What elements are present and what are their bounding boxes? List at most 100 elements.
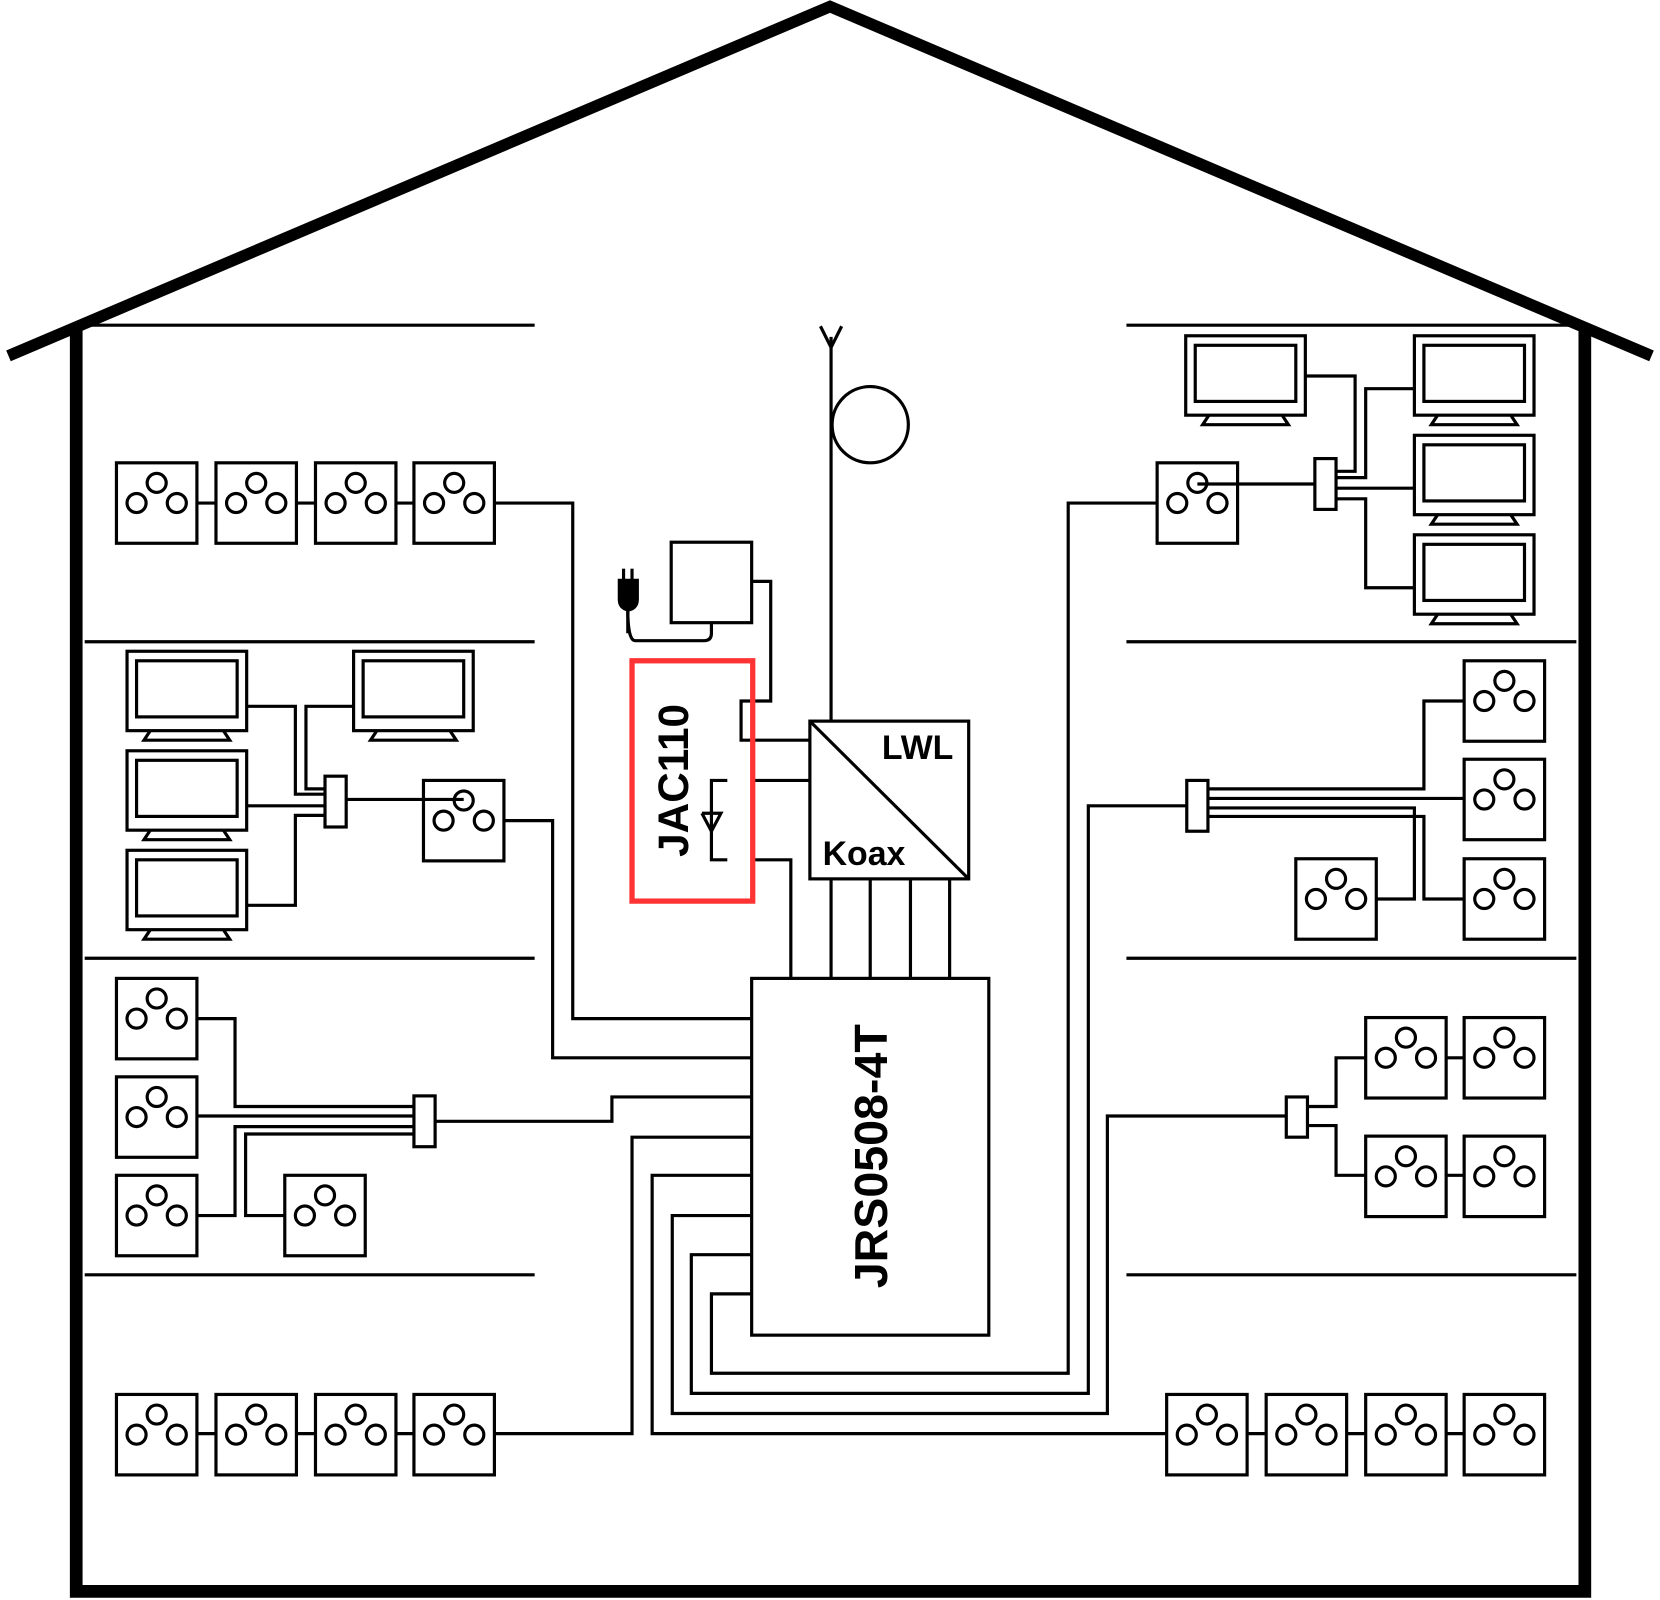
socket-port-icon — [364, 491, 387, 515]
jac110-symbol — [700, 811, 724, 835]
socket-port-icon — [1394, 1145, 1418, 1168]
socket-port-icon — [334, 1204, 357, 1227]
network-socket[interactable] — [1165, 1392, 1249, 1477]
network-socket[interactable] — [1294, 857, 1378, 941]
network-switch[interactable] — [750, 976, 991, 1337]
cable — [246, 813, 326, 907]
socket-port-icon — [145, 1085, 168, 1109]
socket-port-icon — [224, 491, 248, 515]
socket-port-icon — [1493, 669, 1516, 693]
switch-label: JRS0508-4T — [845, 1024, 897, 1288]
socket-port-icon — [1394, 1403, 1418, 1426]
network-socket[interactable] — [114, 1392, 199, 1477]
socket-port-icon — [1414, 1423, 1438, 1446]
network-socket[interactable] — [1155, 461, 1240, 545]
cable — [1307, 1123, 1366, 1177]
network-socket[interactable] — [114, 1173, 199, 1258]
jac110-label: JAC110 — [650, 704, 697, 857]
splitter — [1185, 778, 1210, 833]
cable — [304, 704, 354, 791]
cable — [1207, 699, 1465, 791]
splitter — [323, 774, 348, 829]
network-socket[interactable] — [1462, 659, 1547, 743]
satellite-dish-icon — [830, 384, 910, 465]
socket-port-icon — [1513, 1165, 1536, 1188]
socket-port-icon — [1414, 1046, 1438, 1069]
jac110-symbol — [709, 778, 728, 862]
network-socket[interactable] — [283, 1173, 367, 1258]
socket-port-icon — [1324, 867, 1348, 890]
network-socket[interactable] — [412, 1392, 496, 1477]
socket-port-icon — [145, 471, 168, 495]
socket-port-icon — [344, 1403, 367, 1426]
socket-port-icon — [1473, 689, 1496, 713]
cable — [1307, 1056, 1366, 1109]
network-socket[interactable] — [313, 1392, 398, 1477]
socket-port-icon — [1374, 1423, 1397, 1446]
monitor-icon — [125, 848, 249, 941]
power-adapter — [669, 540, 754, 625]
socket-port-icon — [324, 1423, 347, 1446]
network-socket[interactable] — [1264, 1392, 1349, 1477]
socket-port-icon — [432, 809, 455, 832]
monitor-icon — [1184, 334, 1307, 427]
network-socket[interactable] — [412, 461, 496, 545]
cable — [670, 1114, 1287, 1416]
jac110-highlight-box[interactable] — [629, 658, 756, 904]
cable — [494, 501, 752, 1021]
network-socket[interactable] — [114, 1075, 199, 1159]
network-socket[interactable] — [1462, 857, 1547, 941]
house-roof — [6, 0, 1654, 362]
network-socket[interactable] — [114, 461, 199, 545]
socket-port-icon — [364, 1423, 387, 1446]
cable — [244, 1132, 414, 1218]
socket-port-icon — [1275, 1423, 1298, 1446]
socket-port-icon — [1414, 1165, 1438, 1188]
socket-port-icon — [1295, 1403, 1318, 1426]
cable — [650, 1173, 1167, 1436]
network-socket[interactable] — [1364, 1392, 1448, 1477]
socket-port-icon — [165, 491, 188, 515]
splitter — [1284, 1095, 1310, 1139]
network-socket[interactable] — [114, 976, 199, 1061]
socket-port-icon — [1374, 1046, 1397, 1069]
socket-port-icon — [165, 1204, 188, 1227]
network-socket[interactable] — [1462, 1392, 1547, 1477]
network-socket[interactable] — [1462, 757, 1547, 842]
socket-port-icon — [1374, 1165, 1397, 1188]
socket-port-icon — [125, 1105, 148, 1129]
network-socket[interactable] — [421, 778, 506, 863]
socket-port-icon — [125, 1204, 148, 1227]
network-socket[interactable] — [1364, 1134, 1448, 1219]
socket-port-icon — [1513, 689, 1536, 713]
cable — [1207, 806, 1416, 901]
network-socket[interactable] — [214, 461, 299, 545]
socket-port-icon — [145, 1403, 168, 1426]
converter-diagonal — [808, 720, 970, 880]
media-converter[interactable] — [808, 719, 971, 881]
socket-port-icon — [344, 471, 367, 495]
socket-port-icon — [165, 1423, 188, 1446]
network-socket[interactable] — [1364, 1015, 1448, 1100]
splitter — [1313, 456, 1338, 511]
network-socket[interactable] — [1462, 1015, 1547, 1100]
socket-port-icon — [125, 1423, 148, 1446]
socket-port-icon — [1513, 887, 1536, 911]
socket-port-icon — [1166, 491, 1189, 515]
cable — [196, 1017, 414, 1109]
cable — [196, 1125, 414, 1218]
socket-port-icon — [125, 1007, 148, 1030]
socket-port-icon — [145, 987, 168, 1010]
cable — [752, 858, 793, 979]
network-socket[interactable] — [214, 1392, 299, 1477]
socket-port-icon — [1493, 867, 1516, 890]
network-socket[interactable] — [313, 461, 398, 545]
cable — [689, 804, 1187, 1395]
socket-port-icon — [463, 1423, 486, 1446]
socket-port-icon — [1473, 1046, 1496, 1069]
socket-port-icon — [1473, 887, 1496, 911]
socket-port-icon — [324, 491, 347, 515]
socket-port-icon — [224, 1423, 248, 1446]
network-socket[interactable] — [1462, 1134, 1547, 1219]
